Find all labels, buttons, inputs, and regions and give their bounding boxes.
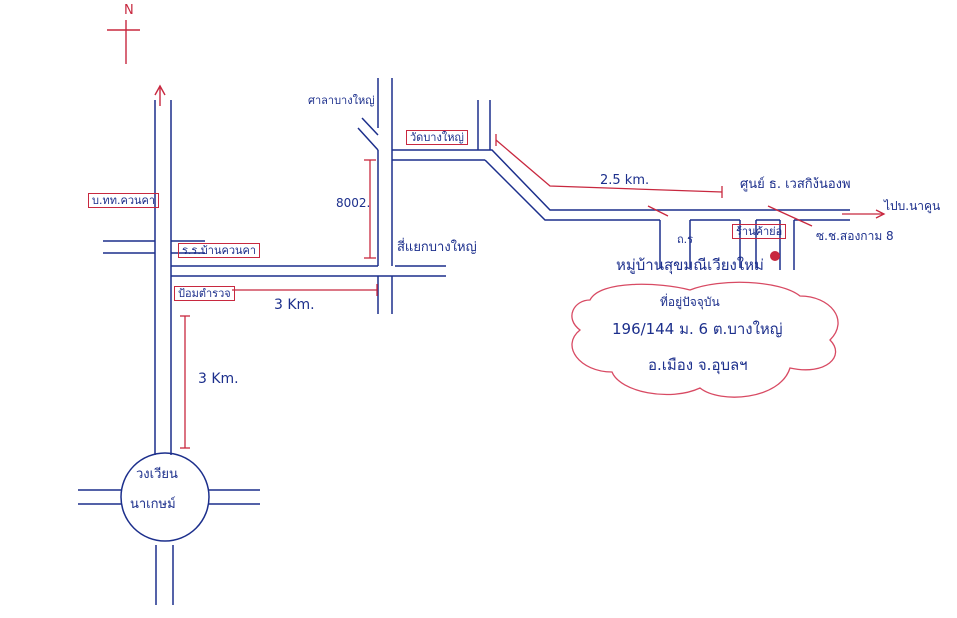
distance-horizontal-lower: 3 Km. [274,297,315,313]
landmark-soi: ซ.ช.สองกาม 8 [816,229,894,243]
roundabout [78,452,260,542]
landmark-shop: ร้านค้าย่อ [732,224,787,239]
landmark-left-middle: ร.ร.บ้านควนคา [178,243,261,258]
landmark-right-edge: ไปบ.นาคูน [884,199,941,213]
landmark-left-upper: บ.ทท.ควนคา [88,193,160,208]
distance-markers [180,134,886,449]
address-line2: อ.เมือง จ.อุบลฯ [648,356,748,374]
address-line1: 196/144 ม. 6 ต.บางใหญ่ [612,320,783,338]
destination-marker [770,251,780,261]
north-arrow [154,84,166,106]
main-north-road [154,100,174,605]
east-road-upper [392,100,850,221]
roundabout-label-bottom: นาเกษม์ [130,497,176,512]
distance-vertical-bottom: 3 Km. [198,371,239,387]
landmark-side-road: ถ.ร [677,233,694,246]
landmark-mid-box: วัดบางใหญ่ [406,130,468,145]
landmark-junction: ศูนย์ ธ. เวสกิง้นองพ [740,177,851,192]
compass-arrow [107,20,140,64]
left-cross-road [103,240,205,254]
address-cloud [571,281,839,398]
address-title: ที่อยู่ปัจจุบัน [660,295,720,309]
distance-right-road: 2.5 km. [600,173,650,188]
north-road-middle [357,78,393,314]
landmark-top: ศาลาบางใหญ่ [308,94,375,107]
distance-vertical-upper: 8002. [336,196,371,210]
landmark-village: หมู่บ้านสุขมณีเวียงใหม่ [616,256,764,274]
roundabout-label-top: วงเวียน [136,467,178,482]
side-roads-right [659,220,795,270]
east-road-lower [171,265,446,277]
landmark-left-lower: ป้อมตำรวจ [174,286,235,301]
compass-label: N [124,3,134,18]
landmark-intersection: สี่แยกบางใหญ่ [397,240,477,255]
